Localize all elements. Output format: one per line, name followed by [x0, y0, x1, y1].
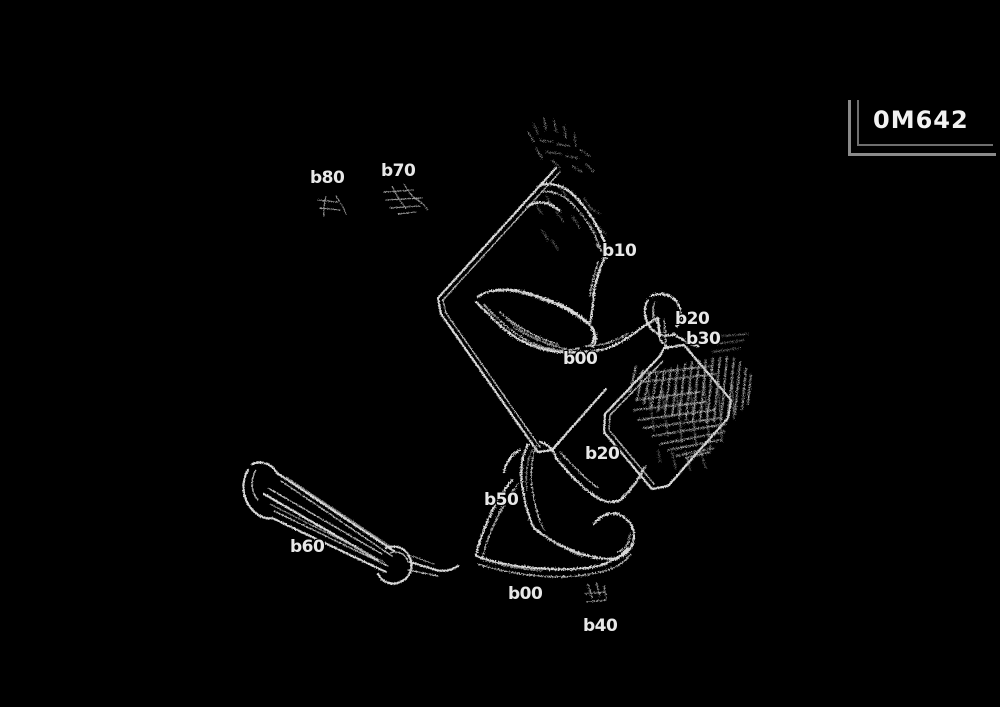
callout-b10: b10	[602, 241, 637, 261]
title-block: 0M642	[848, 100, 996, 156]
title-block-inner-border	[857, 100, 993, 146]
upper-stem	[526, 182, 608, 324]
curved-hook-body	[474, 288, 660, 354]
callout-b20-lower: b20	[585, 444, 620, 464]
callout-b70: b70	[381, 161, 416, 181]
callout-b20: b20	[675, 309, 710, 329]
callout-b40: b40	[583, 616, 618, 636]
callout-b30: b30	[686, 329, 721, 349]
upper-rhombus-frame	[436, 166, 608, 454]
lower-splay-assembly	[474, 440, 647, 603]
sparse-dot-cluster	[527, 117, 607, 251]
leader-lines	[317, 183, 429, 217]
title-block-label: 0M642	[873, 106, 969, 134]
dense-hatch-cluster	[629, 333, 752, 471]
callout-b80: b80	[310, 168, 345, 188]
callout-b50: b50	[484, 490, 519, 510]
long-diagonal-arm	[242, 461, 460, 585]
callout-b00: b00	[563, 349, 598, 369]
callout-b60: b60	[290, 537, 325, 557]
right-knuckle-node	[643, 292, 700, 350]
callout-b00-lower: b00	[508, 584, 543, 604]
